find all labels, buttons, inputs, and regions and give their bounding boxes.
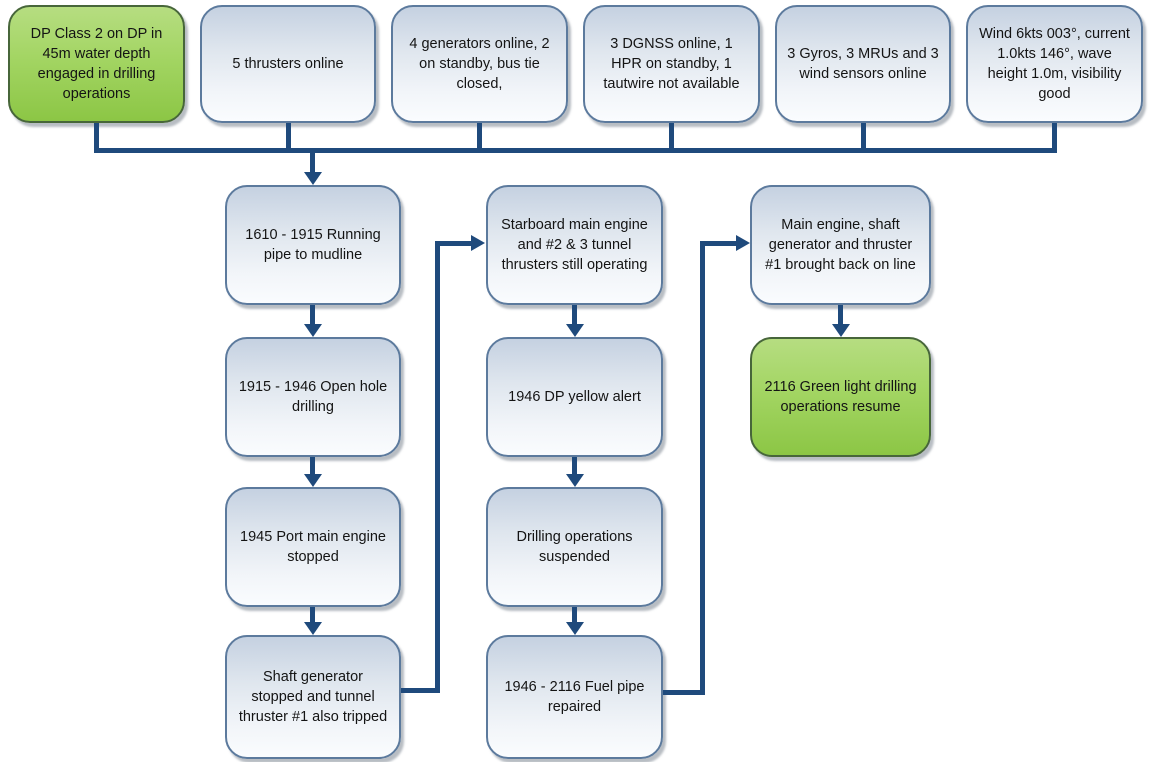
node-label: 5 thrusters online bbox=[232, 56, 344, 72]
node-fuel-pipe-repaired: 1946 - 2116 Fuel pipe repaired bbox=[486, 635, 663, 759]
node-label: 1946 - 2116 Fuel pipe repaired bbox=[504, 679, 645, 715]
node-green-light-resume: 2116 Green light drilling operations res… bbox=[750, 337, 931, 457]
node-label: Shaft generator stopped and tunnel thrus… bbox=[238, 669, 388, 725]
node-drilling-suspended: Drilling operations suspended bbox=[486, 487, 663, 607]
arrow-down-icon bbox=[566, 324, 584, 337]
arrow-down-icon bbox=[566, 474, 584, 487]
node-label: Wind 6kts 003°, current 1.0kts 146°, wav… bbox=[979, 26, 1130, 102]
connector-elbow2-top bbox=[700, 241, 736, 246]
node-thrusters-online: 5 thrusters online bbox=[200, 5, 376, 123]
arrow-down-icon bbox=[566, 622, 584, 635]
connector-stub-3 bbox=[477, 123, 482, 153]
arrow-down-icon bbox=[304, 622, 322, 635]
node-starboard-engine-operating: Starboard main engine and #2 & 3 tunnel … bbox=[486, 185, 663, 305]
node-label: 1945 Port main engine stopped bbox=[240, 529, 386, 565]
connector-elbow1-bottom bbox=[401, 688, 440, 693]
connector-stub-5 bbox=[861, 123, 866, 153]
node-label: 1946 DP yellow alert bbox=[508, 389, 641, 405]
node-dp-yellow-alert: 1946 DP yellow alert bbox=[486, 337, 663, 457]
connector-elbow2-vertical bbox=[700, 241, 705, 695]
arrow-right-icon bbox=[736, 235, 750, 251]
node-label: 1610 - 1915 Running pipe to mudline bbox=[245, 227, 381, 263]
connector-c1-2 bbox=[310, 457, 315, 475]
node-weather-conditions: Wind 6kts 003°, current 1.0kts 146°, wav… bbox=[966, 5, 1143, 123]
connector-stub-2 bbox=[286, 123, 291, 153]
node-shaft-generator-stopped: Shaft generator stopped and tunnel thrus… bbox=[225, 635, 401, 759]
connector-c2-2 bbox=[572, 457, 577, 475]
node-label: Drilling operations suspended bbox=[516, 529, 633, 565]
arrow-down-icon bbox=[304, 324, 322, 337]
node-dp-class-2-status: DP Class 2 on DP in 45m water depth enga… bbox=[8, 5, 185, 123]
connector-stub-1 bbox=[94, 123, 99, 153]
connector-elbow1-top bbox=[435, 241, 472, 246]
node-open-hole-drilling: 1915 - 1946 Open hole drilling bbox=[225, 337, 401, 457]
node-label: 3 Gyros, 3 MRUs and 3 wind sensors onlin… bbox=[787, 46, 939, 82]
connector-c3-1 bbox=[838, 305, 843, 325]
node-label: Starboard main engine and #2 & 3 tunnel … bbox=[501, 217, 648, 273]
connector-c1-3 bbox=[310, 607, 315, 623]
connector-c2-3 bbox=[572, 607, 577, 623]
connector-c2-1 bbox=[572, 305, 577, 325]
arrow-down-icon bbox=[304, 172, 322, 185]
node-running-pipe: 1610 - 1915 Running pipe to mudline bbox=[225, 185, 401, 305]
connector-elbow1-vertical bbox=[435, 241, 440, 693]
connector-bus-rail bbox=[94, 148, 1057, 153]
node-label: 1915 - 1946 Open hole drilling bbox=[238, 379, 388, 415]
node-gyros-mrus-sensors: 3 Gyros, 3 MRUs and 3 wind sensors onlin… bbox=[775, 5, 951, 123]
arrow-right-icon bbox=[471, 235, 485, 251]
node-label: 4 generators online, 2 on standby, bus t… bbox=[409, 36, 550, 92]
connector-elbow2-bottom bbox=[663, 690, 705, 695]
connector-stub-4 bbox=[669, 123, 674, 153]
connector-bus-drop bbox=[310, 153, 315, 173]
connector-c1-1 bbox=[310, 305, 315, 325]
node-generators-online: 4 generators online, 2 on standby, bus t… bbox=[391, 5, 568, 123]
node-label: Main engine, shaft generator and thruste… bbox=[765, 217, 916, 273]
node-engine-back-online: Main engine, shaft generator and thruste… bbox=[750, 185, 931, 305]
node-label: DP Class 2 on DP in 45m water depth enga… bbox=[30, 26, 163, 102]
node-port-engine-stopped: 1945 Port main engine stopped bbox=[225, 487, 401, 607]
node-label: 3 DGNSS online, 1 HPR on standby, 1 taut… bbox=[603, 36, 740, 92]
arrow-down-icon bbox=[832, 324, 850, 337]
node-dgnss-online: 3 DGNSS online, 1 HPR on standby, 1 taut… bbox=[583, 5, 760, 123]
node-label: 2116 Green light drilling operations res… bbox=[764, 379, 917, 415]
arrow-down-icon bbox=[304, 474, 322, 487]
connector-stub-6 bbox=[1052, 123, 1057, 153]
